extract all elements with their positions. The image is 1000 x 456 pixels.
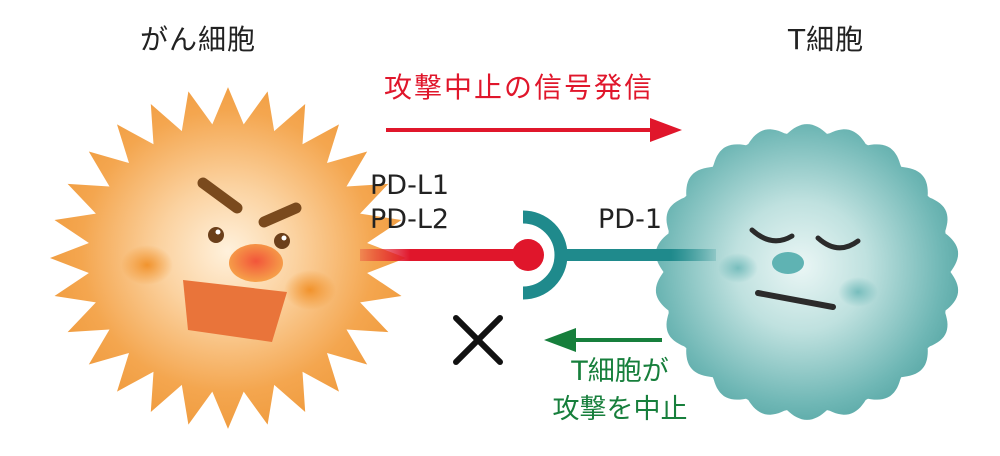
- cancer-cell-right-brow: [258, 202, 302, 228]
- t-cell-right-eye: [815, 235, 861, 251]
- result-label-line1: T細胞が: [571, 356, 669, 387]
- cancer-cell-right-cheek: [284, 270, 336, 310]
- t-cell-right-cheek: [838, 277, 878, 307]
- ligand-stem: [360, 249, 528, 261]
- t-cell-nose: [772, 252, 804, 274]
- t-cell-left-cheek: [718, 253, 758, 283]
- receptor-label-pd-1: PD-1: [598, 204, 662, 235]
- cancer-cell-eye-shine: [215, 229, 221, 235]
- ligand-label-pd-l2: PD-L2: [370, 204, 450, 235]
- cross-mark-icon: [453, 315, 503, 365]
- t-cell: [655, 124, 959, 420]
- cancer-cell-right-eye: [274, 233, 290, 249]
- t-cell-label: T細胞: [788, 23, 865, 56]
- t-cell-body: [655, 124, 959, 420]
- cancer-cell: [50, 87, 406, 429]
- cancer-cell-left-cheek: [121, 245, 173, 285]
- ligand-head: [512, 239, 544, 271]
- cancer-cell-mouth: [183, 280, 287, 342]
- cancer-cell-left-brow: [197, 177, 243, 214]
- cancer-cell-body: [50, 87, 406, 429]
- cancer-cell-label: がん細胞: [140, 23, 257, 56]
- t-cell-mouth: [755, 290, 836, 310]
- receptor-cup: [522, 210, 568, 300]
- cancer-cell-nose: [229, 244, 283, 282]
- ligand-label-pd-l1: PD-L1: [370, 170, 450, 201]
- result-label-line2: 攻撃を中止: [552, 394, 688, 425]
- cancer-cell-left-eye: [208, 227, 224, 243]
- pd-1-receptor: [522, 210, 716, 300]
- attack-stop-arrow: [544, 328, 662, 352]
- signal-label: 攻撃中止の信号発信: [384, 71, 655, 104]
- pd-l-ligand: [360, 239, 544, 271]
- signal-arrow: [386, 118, 682, 142]
- receptor-stem: [566, 249, 716, 261]
- cancer-cell-eye-shine: [281, 235, 287, 241]
- t-cell-left-eye: [749, 227, 795, 244]
